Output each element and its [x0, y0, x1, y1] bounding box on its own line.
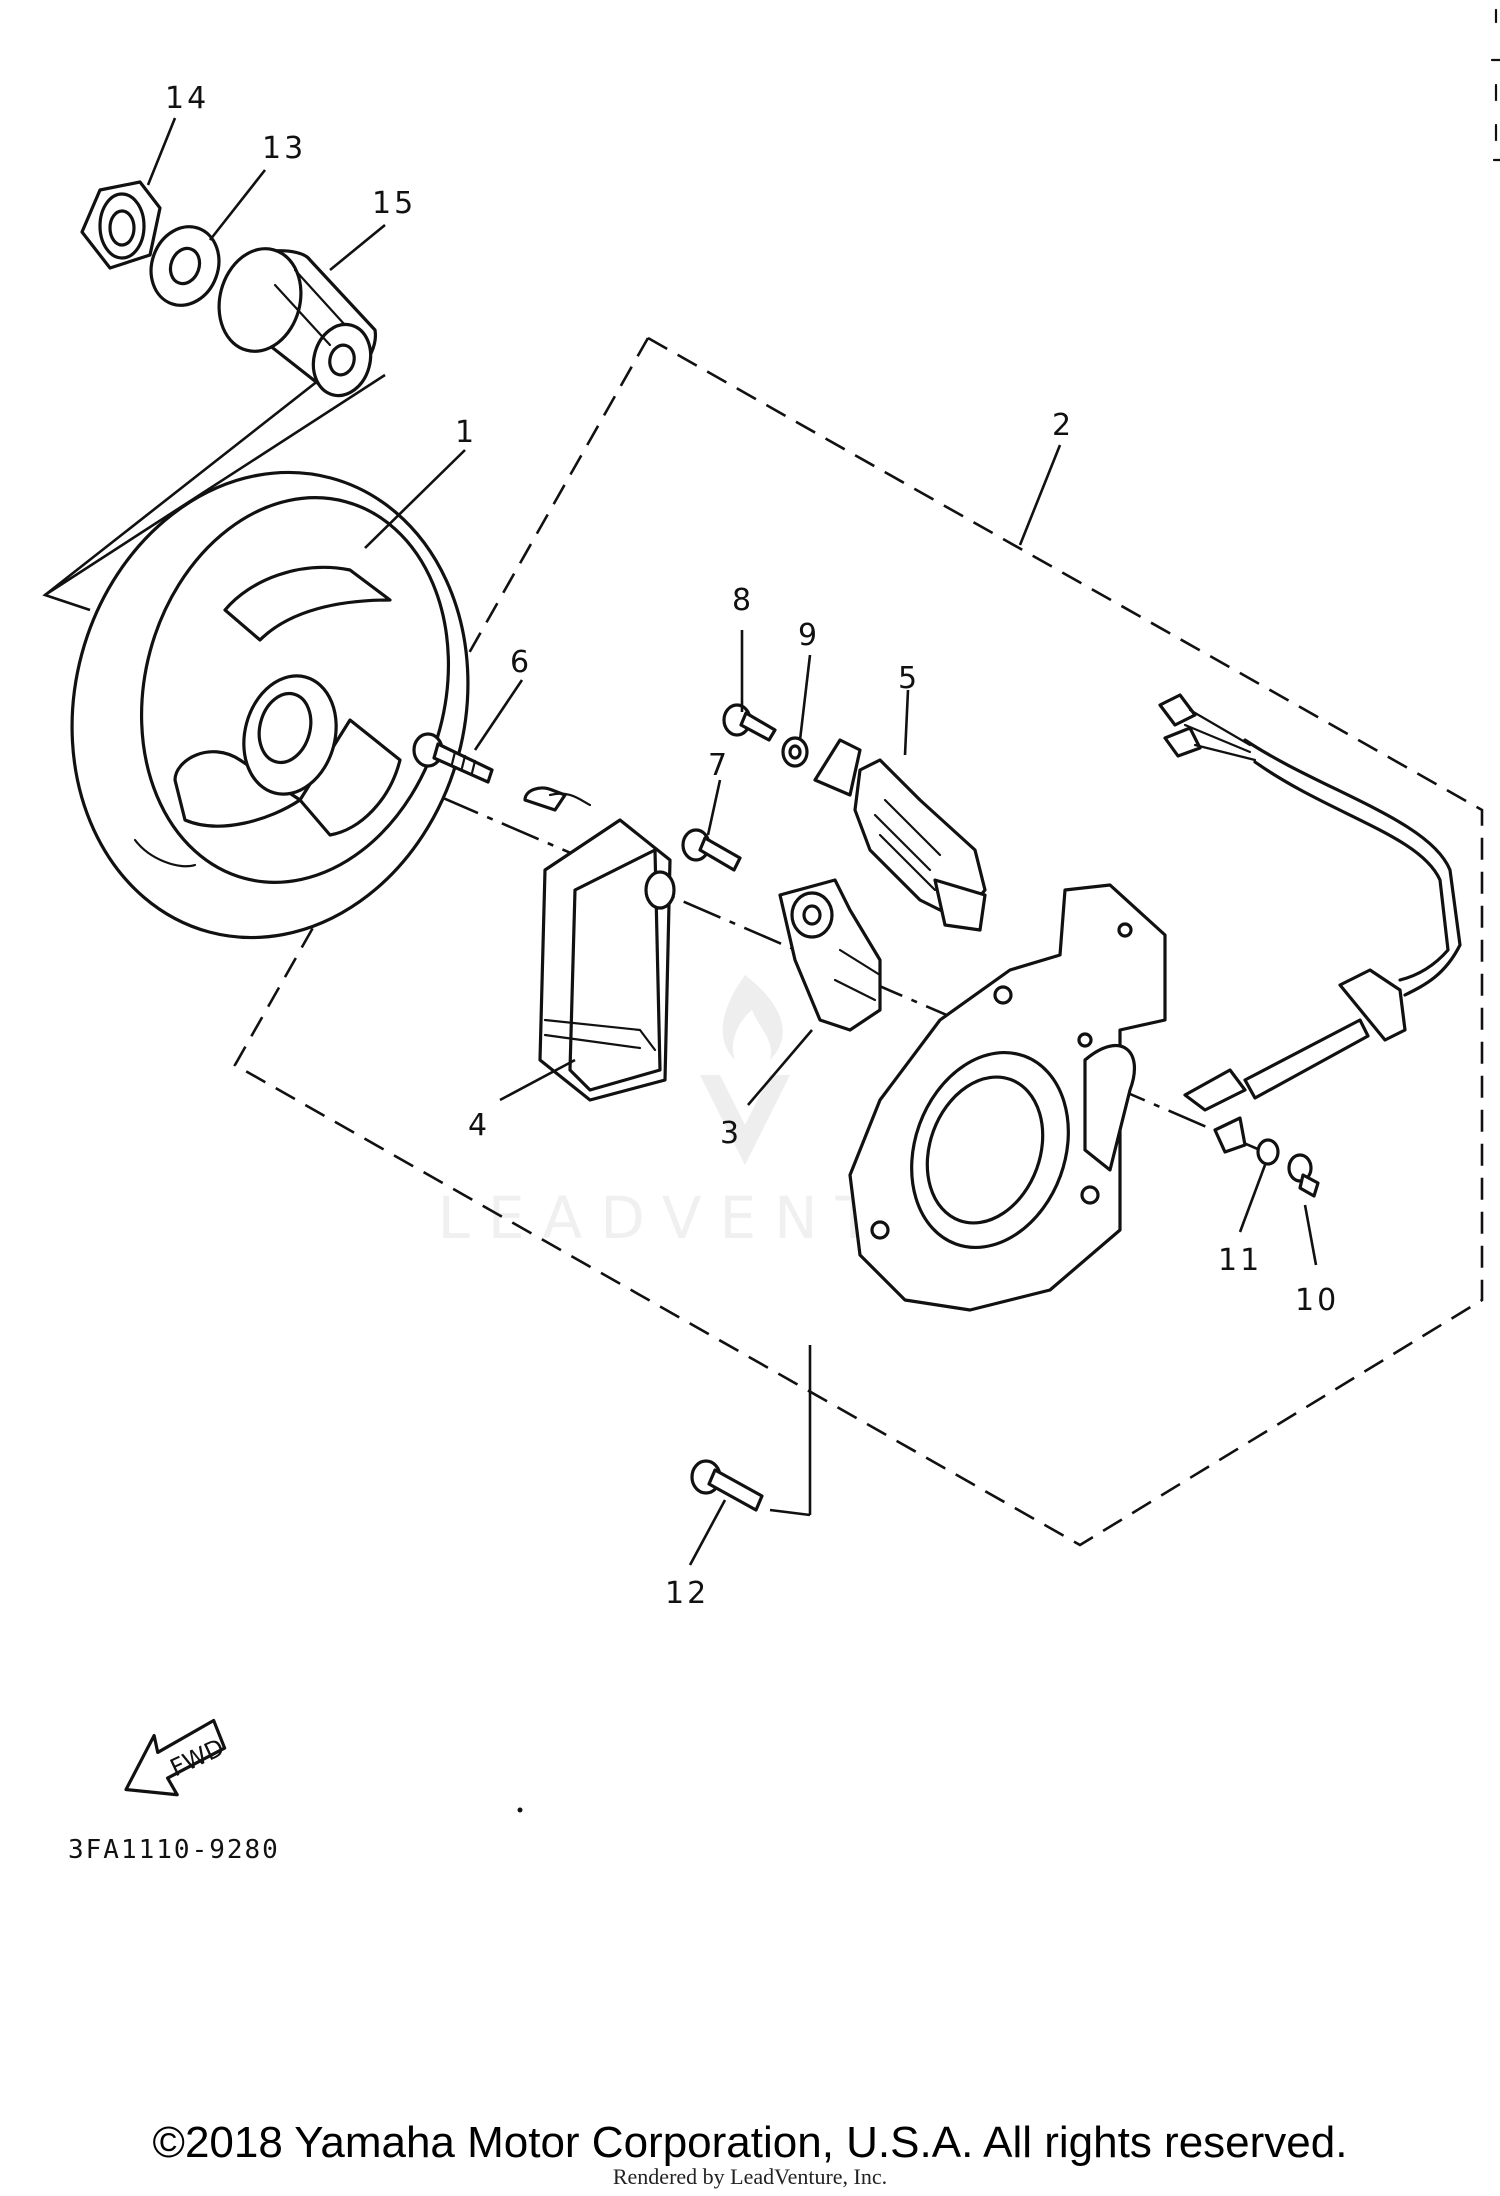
callout-10: 10 [1295, 1283, 1339, 1318]
copyright-notice: ©2018 Yamaha Motor Corporation, U.S.A. A… [152, 2118, 1348, 2167]
callout-9: 9 [798, 618, 820, 653]
stator-assembly-outline [233, 336, 1484, 1547]
nut-part-14 [80, 180, 162, 270]
stator-plate-part-2 [848, 883, 1167, 1312]
callout-4: 4 [468, 1108, 490, 1143]
wire-harness [1158, 693, 1462, 1154]
charge-coil-part-4 [523, 786, 676, 1102]
fwd-arrow: FWD [124, 1718, 228, 1797]
edge-marks [1490, 8, 1500, 162]
washer-part-13 [149, 225, 221, 307]
callout-12: 12 [665, 1576, 709, 1611]
lighting-coil-part-5 [813, 738, 987, 932]
screw-part-6 [412, 732, 494, 784]
rotor-part-1 [70, 470, 470, 940]
callout-15: 15 [372, 186, 416, 221]
washer-part-11 [1256, 1138, 1280, 1166]
callout-5: 5 [898, 661, 920, 696]
callout-3: 3 [720, 1116, 742, 1151]
spacer-part-15 [217, 247, 377, 398]
callout-2: 2 [1052, 408, 1074, 443]
watermark-v-icon [700, 1075, 790, 1165]
callout-1: 1 [455, 415, 477, 450]
callout-7: 7 [708, 748, 730, 783]
callout-8: 8 [732, 583, 754, 618]
screw-part-12 [690, 1459, 764, 1512]
leader-lines [146, 117, 1318, 1566]
rendered-by-notice: Rendered by LeadVenture, Inc. [612, 2164, 888, 2189]
callout-labels: 14 13 15 1 2 6 8 9 5 7 4 3 11 10 12 [165, 81, 1339, 1611]
callout-11: 11 [1218, 1243, 1262, 1278]
stray-dot [517, 1807, 523, 1813]
screw-part-7 [681, 828, 742, 872]
pulser-coil-part-3 [778, 878, 882, 1032]
assembly-axis-line [42, 338, 1261, 1152]
washer-part-9 [781, 736, 809, 768]
callout-6: 6 [510, 645, 532, 680]
watermark-flame-icon [722, 975, 783, 1060]
callout-14: 14 [165, 81, 209, 116]
callout-13: 13 [262, 131, 306, 166]
diagram-code: 3FA1110-9280 [68, 1835, 280, 1865]
screw-part-10 [1287, 1153, 1320, 1198]
screw-part-8 [722, 703, 777, 742]
